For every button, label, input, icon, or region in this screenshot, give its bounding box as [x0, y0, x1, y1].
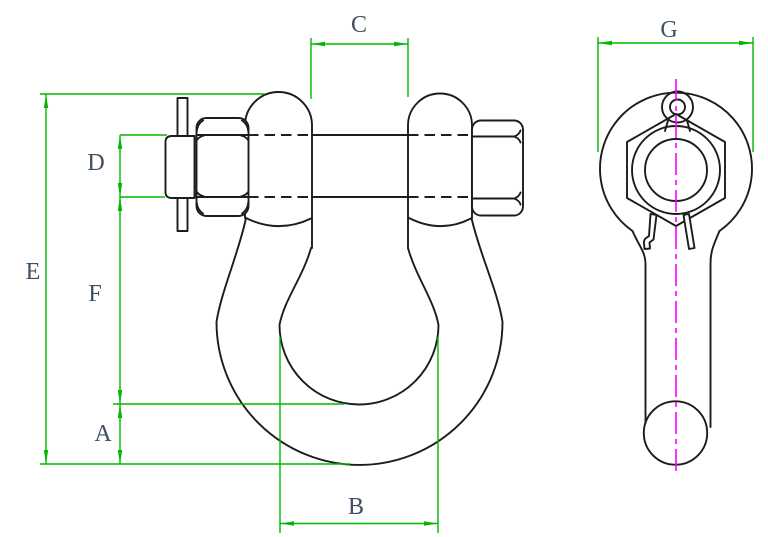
hex-nut-chamfer-arcs — [195, 119, 250, 215]
cotter-ring-tabs — [664, 119, 691, 132]
left-ear-shoulder-arc — [245, 217, 312, 228]
bolt-head-front — [471, 119, 524, 217]
hex-nut-front — [195, 117, 250, 217]
right-ear-outline — [407, 92, 473, 249]
dim-label-b: B — [348, 494, 364, 520]
dim-label-d: D — [87, 150, 104, 176]
side-view-dimensions: G — [597, 17, 754, 152]
shackle-pin — [164, 97, 524, 232]
left-ear-outline — [244, 91, 313, 249]
dim-label-f: F — [88, 281, 101, 307]
right-ear-shoulder-arc — [408, 217, 472, 228]
dim-label-c: C — [351, 12, 367, 38]
cotter-leg-left — [642, 213, 658, 250]
bow-outer-contour — [215, 217, 504, 466]
pin-end-washer — [164, 135, 196, 199]
bow-inner-contour — [278, 247, 440, 406]
dim-label-a: A — [94, 421, 112, 447]
bolt-head-body — [471, 119, 524, 217]
cotter-ring-outer — [661, 90, 694, 124]
dim-label-g: G — [660, 17, 677, 43]
shackle-body — [215, 91, 504, 466]
side-view: G — [597, 17, 754, 474]
hex-nut-body — [195, 117, 250, 217]
bolt-head-facet-bottom — [471, 191, 522, 206]
cotter-leg-right — [682, 213, 696, 250]
bolt-head-facet-top — [471, 129, 522, 144]
dim-label-e: E — [26, 259, 41, 285]
front-view-dimensions: C D E F A B — [26, 12, 439, 533]
side-view-body — [599, 79, 753, 474]
hex-nut-side — [626, 113, 726, 227]
cotter-ring-inner — [669, 98, 686, 116]
front-view: C D E F A B — [26, 12, 524, 533]
